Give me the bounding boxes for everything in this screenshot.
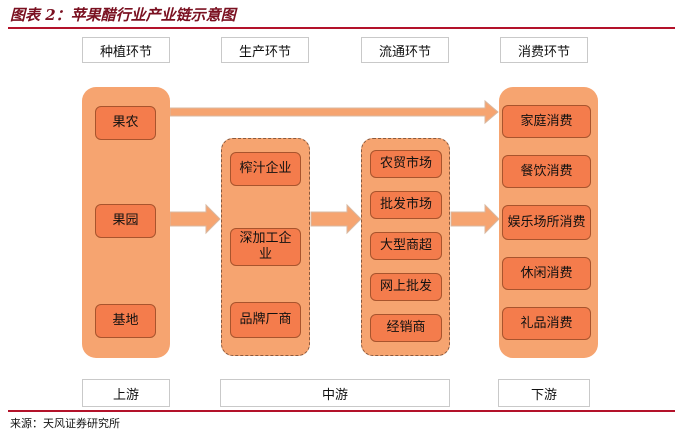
arrow-planting-to-consumption [169, 99, 499, 125]
tier-label-upstream: 上游 [82, 379, 170, 407]
distribution-item-supermarket: 大型商超 [370, 232, 442, 260]
distribution-item-online-wholesale: 网上批发 [370, 273, 442, 301]
production-item-juice: 榨汁企业 [230, 152, 301, 186]
distribution-item-wholesale-market: 批发市场 [370, 191, 442, 219]
arrow-planting-to-production [169, 203, 221, 235]
production-item-processing: 深加工企业 [230, 228, 301, 266]
planting-item-farmers: 果农 [95, 106, 156, 140]
consumption-item-leisure: 休闲消费 [502, 257, 591, 290]
planting-item-orchard: 果园 [95, 204, 156, 238]
figure-title: 图表 2：苹果醋行业产业链示意图 [10, 6, 236, 24]
bottom-rule [8, 410, 675, 412]
distribution-item-farmers-market: 农贸市场 [370, 150, 442, 178]
source-note: 来源：天风证券研究所 [10, 417, 120, 430]
top-rule [8, 27, 675, 29]
consumption-item-household: 家庭消费 [502, 105, 591, 138]
production-item-brand: 品牌厂商 [230, 302, 301, 338]
arrow-production-to-distribution [310, 203, 362, 235]
tier-label-downstream: 下游 [498, 379, 590, 407]
consumption-item-catering: 餐饮消费 [502, 155, 591, 188]
stage-label-consumption: 消费环节 [500, 37, 588, 63]
arrow-distribution-to-consumption [450, 203, 500, 235]
stage-label-distribution: 流通环节 [361, 37, 449, 63]
stage-label-production: 生产环节 [221, 37, 309, 63]
tier-label-midstream: 中游 [220, 379, 450, 407]
planting-item-base: 基地 [95, 304, 156, 338]
stage-label-planting: 种植环节 [82, 37, 170, 63]
consumption-item-entertainment: 娱乐场所消费 [502, 205, 591, 240]
distribution-item-distributor: 经销商 [370, 314, 442, 342]
consumption-item-gift: 礼品消费 [502, 307, 591, 340]
